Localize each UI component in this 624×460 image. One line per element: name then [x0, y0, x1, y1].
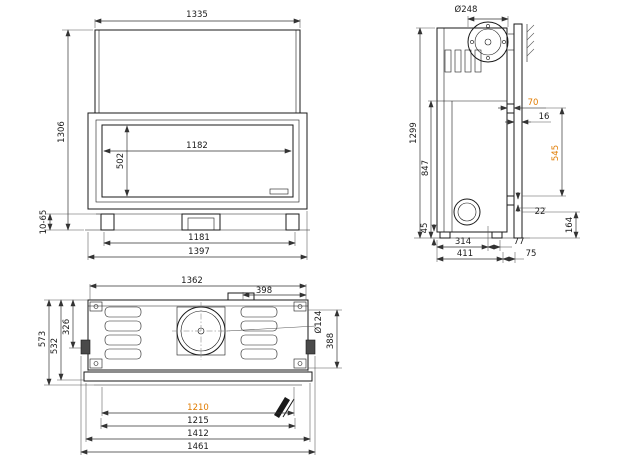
top-view: 1362 398 573 532 326 388 Ø124 1210	[38, 276, 342, 455]
left-louvres	[104, 306, 142, 360]
dim-top-depth-frame: 532	[50, 338, 60, 354]
dim-top-depth-right: 388	[326, 333, 336, 349]
right-foot	[285, 213, 300, 231]
left-hinge	[80, 339, 91, 355]
dim-side-depth-front: 314	[455, 237, 471, 247]
dim-top-body-width: 1362	[181, 276, 203, 286]
dim-top-width-total: 1461	[187, 442, 209, 452]
right-louvres	[240, 306, 278, 360]
dim-top-depth-total: 573	[38, 331, 48, 347]
front-glass	[101, 124, 294, 198]
side-view: Ø248 1299 847 70 16 545 22 164	[409, 4, 580, 263]
lower-bracket	[506, 195, 515, 206]
dim-front-adjustable-feet: 10-65	[39, 210, 49, 235]
logo-plate	[269, 188, 289, 195]
dim-side-foot-height: 45	[420, 223, 430, 234]
dim-front-glass-height: 502	[116, 153, 126, 169]
dim-front-glass-width: 1182	[186, 141, 208, 151]
dim-top-flue-offset: 398	[256, 286, 272, 296]
flue-collar	[467, 21, 509, 63]
dim-side-rear-height: 545	[551, 145, 561, 161]
front-hood	[94, 29, 301, 114]
dim-side-lower-height: 164	[565, 217, 575, 233]
dim-side-total-height: 1299	[409, 122, 419, 144]
dim-top-flue-inner-diameter: Ø124	[313, 311, 324, 334]
dim-front-total-height: 1306	[57, 121, 67, 143]
dim-top-width-frame: 1412	[187, 429, 209, 439]
right-hinge	[305, 339, 316, 355]
dim-side-panel-gap: 16	[539, 112, 550, 122]
top-junction-box	[227, 292, 255, 301]
front-view: 1335 1306 1182 502 1181 1397 10-65	[39, 10, 310, 260]
side-body	[436, 27, 508, 233]
dim-side-rear-depth-gap: 77	[514, 237, 525, 247]
dim-side-rear-gap: 70	[528, 98, 539, 108]
top-body	[87, 299, 309, 371]
side-duct	[453, 198, 481, 226]
center-pedestal	[181, 213, 221, 231]
dim-side-depth-total: 411	[457, 249, 473, 259]
dim-top-width-inner: 1210	[187, 403, 209, 413]
dim-top-width-opening: 1215	[187, 416, 209, 426]
front-frame	[87, 112, 308, 210]
dim-side-rear-offset: 75	[526, 249, 537, 259]
dim-top-depth-front: 326	[62, 319, 72, 335]
left-foot	[100, 213, 115, 231]
upper-bracket	[506, 103, 515, 114]
dim-side-flue-diameter: Ø248	[455, 4, 478, 15]
break-mark	[274, 397, 290, 418]
dim-front-top-width: 1335	[186, 10, 208, 20]
top-front-frame	[83, 371, 313, 382]
dim-front-opening-width: 1181	[188, 233, 210, 243]
dim-side-firebox-height: 847	[421, 160, 431, 176]
dim-front-base-width: 1397	[188, 247, 210, 257]
